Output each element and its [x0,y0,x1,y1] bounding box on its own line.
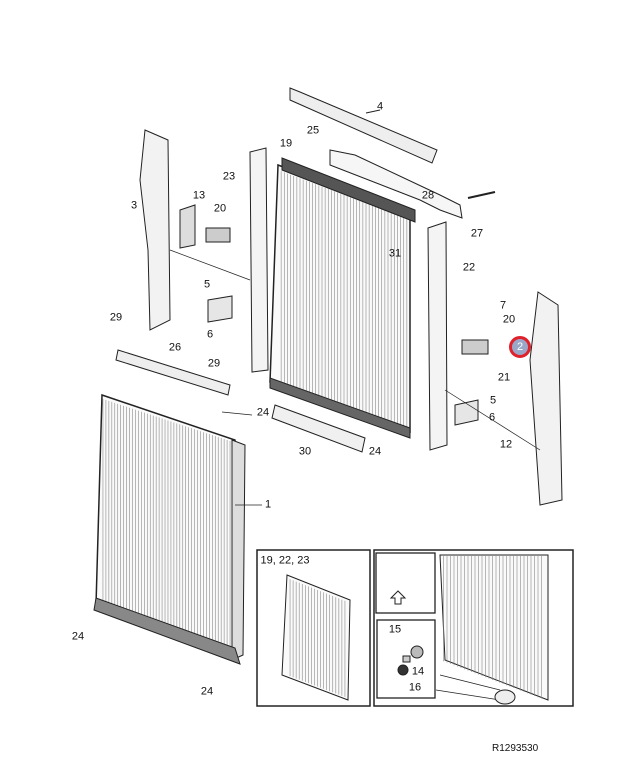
inset-frame-left [256,549,371,707]
drain-valve [494,689,516,705]
callout-label[interactable]: 20 [213,202,227,215]
callout-label[interactable]: 6 [488,411,496,424]
part-20-mount [205,227,231,243]
part-4-top-cover [289,87,438,164]
reference-code: R1293530 [492,743,539,754]
part-23-side-rail [249,147,269,373]
callout-label[interactable]: 19 [279,137,293,150]
callout-label[interactable]: 16 [408,681,422,694]
callout-label[interactable]: 4 [376,100,384,113]
part-27-bolt [467,191,496,199]
callout-label[interactable]: 5 [489,394,497,407]
callout-label[interactable]: 23 [222,170,236,183]
bottom-tank [269,377,411,439]
part-25-upper-bracket [329,149,463,219]
inset-frame-right [373,549,574,707]
callout-label[interactable]: 5 [203,278,211,291]
part-30-duct [271,404,366,453]
inset-orientation-box [375,552,436,614]
callout-label[interactable]: 12 [499,438,513,451]
part-26-crossmember [115,349,231,396]
callout-label[interactable]: 31 [388,247,402,260]
top-tank [281,157,416,223]
part-12-side-panel [529,291,563,506]
callout-label[interactable]: 27 [470,227,484,240]
callout-label[interactable]: 22 [462,261,476,274]
callout-label[interactable]: 24 [368,445,382,458]
part-15-cap [410,645,424,659]
part-22-side-rail [427,221,448,451]
callout-label[interactable]: 24 [200,685,214,698]
up-arrow-icon [389,590,407,605]
callout-label[interactable]: 24 [71,630,85,643]
callout-label[interactable]: 29 [109,311,123,324]
part-20-mount [461,339,489,355]
radiator-bottom-tank [93,597,241,665]
part-13-bracket [179,204,196,249]
callout-label[interactable]: 29 [207,357,221,370]
part-5-bracket [454,399,479,426]
inset-radiator [281,574,351,701]
callout-label[interactable]: 24 [256,406,270,419]
part-3-side-panel [139,129,171,331]
leader-lines [169,249,541,701]
inset-radiator-detail [439,554,549,701]
callout-label[interactable]: 3 [130,199,138,212]
callout-label[interactable]: 30 [298,445,312,458]
callout-label[interactable]: 15 [388,623,402,636]
callout-label[interactable]: 28 [421,189,435,202]
inset-title: 19, 22, 23 [260,554,310,567]
part-16-plug [397,664,409,676]
part-14-seal [402,655,411,663]
callout-label[interactable]: 14 [411,665,425,678]
callout-label[interactable]: 25 [306,124,320,137]
callout-2-highlighted[interactable]: 2 [509,336,531,358]
callout-label[interactable]: 6 [206,328,214,341]
callout-label[interactable]: 7 [499,299,507,312]
part-5-bracket [207,295,233,323]
radiator-side-tank [231,439,246,661]
callout-label[interactable]: 13 [192,189,206,202]
callout-label[interactable]: 1 [264,498,272,511]
callout-label[interactable]: 20 [502,313,516,326]
callout-label[interactable]: 26 [168,341,182,354]
callout-label[interactable]: 21 [497,371,511,384]
leader-line [365,109,381,114]
